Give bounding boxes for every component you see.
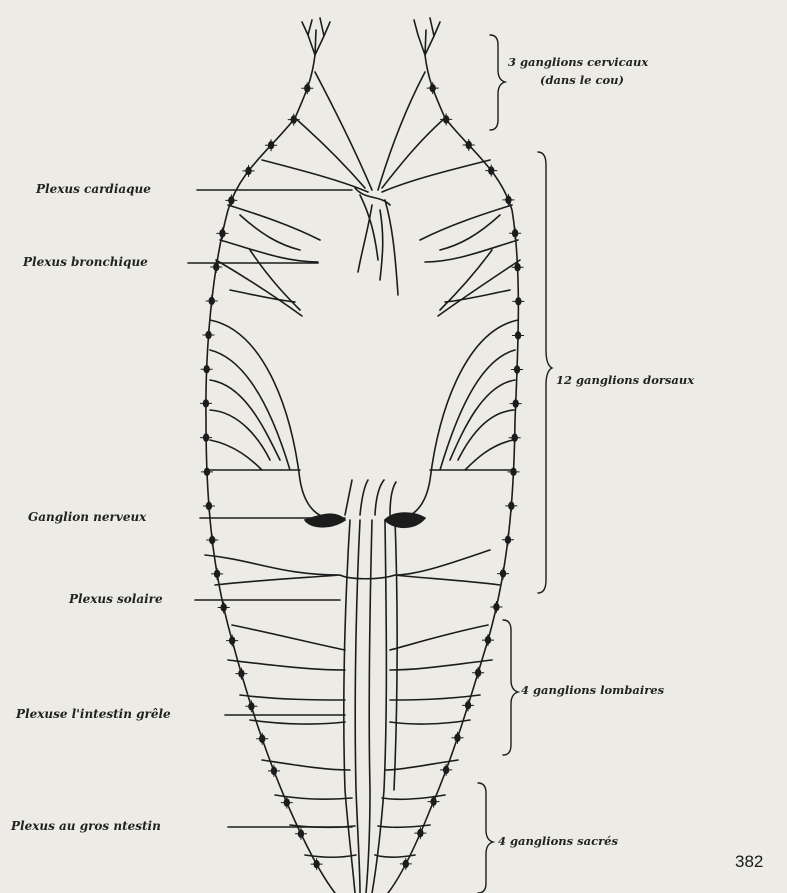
label-ganglions-sacres: 4 ganglions sacrés bbox=[498, 834, 618, 848]
right-ganglion-spike bbox=[512, 295, 524, 307]
left-ganglion-spike bbox=[301, 82, 313, 94]
label-ganglion-nerveux: Ganglion nerveux bbox=[28, 510, 146, 524]
right-ganglion-spike bbox=[440, 764, 452, 776]
brace-sacre bbox=[478, 783, 493, 893]
right-ganglion-spike bbox=[451, 732, 463, 744]
label-ganglions-dorsaux: 12 ganglions dorsaux bbox=[556, 373, 694, 387]
right-ganglion-spike bbox=[507, 466, 519, 478]
brace-dorsal bbox=[538, 152, 552, 593]
right-ganglion-spike bbox=[497, 568, 509, 580]
right-ganglion-spike bbox=[509, 432, 521, 444]
label-plexus-intestin-grele: Plexuse l'intestin grêle bbox=[16, 707, 171, 721]
right-ganglion-spike bbox=[510, 398, 522, 410]
label-plexus-bronchique: Plexus bronchique bbox=[23, 255, 148, 269]
right-ganglion-spike bbox=[427, 82, 439, 94]
left-ganglion-spike bbox=[218, 601, 230, 613]
left-ganglion-spike bbox=[225, 194, 237, 206]
left-ganglion-spike bbox=[203, 329, 215, 341]
right-ganglion-spike bbox=[472, 667, 484, 679]
left-ganglion-spike bbox=[201, 363, 213, 375]
right-ganglion-spike bbox=[502, 194, 514, 206]
right-ganglion-spike bbox=[512, 329, 524, 341]
label-plexus-solaire: Plexus solaire bbox=[69, 592, 163, 606]
ganglion-nerveux-right bbox=[385, 513, 425, 527]
right-ganglion-spike bbox=[482, 634, 494, 646]
right-ganglion-spike bbox=[400, 858, 412, 870]
left-ganglion-spike bbox=[226, 635, 238, 647]
label-plexus-cardiaque: Plexus cardiaque bbox=[36, 182, 151, 196]
right-ganglion-spike bbox=[502, 534, 514, 546]
left-ganglion-spike bbox=[211, 568, 223, 580]
left-ganglion-spike bbox=[245, 700, 257, 712]
left-ganglion-spike bbox=[200, 397, 212, 409]
right-ganglion-spike bbox=[512, 261, 524, 273]
page-number: 382 bbox=[735, 852, 763, 872]
label-plexus-gros-intestin: Plexus au gros ntestin bbox=[11, 819, 161, 833]
brace-lombaire bbox=[503, 620, 518, 755]
left-ganglion-spike bbox=[216, 227, 228, 239]
left-ganglion-spike bbox=[295, 828, 307, 840]
right-ganglion-spike bbox=[511, 364, 523, 376]
right-ganglion-spike bbox=[462, 699, 474, 711]
label-ganglions-lombaires: 4 ganglions lombaires bbox=[521, 683, 664, 697]
left-ganglion-spike bbox=[206, 295, 218, 307]
brace-cervical bbox=[490, 35, 505, 130]
left-ganglion-spike bbox=[201, 466, 213, 478]
right-ganglion-spike bbox=[505, 500, 517, 512]
left-ganglion-spike bbox=[311, 858, 323, 870]
left-ganglion-spike bbox=[256, 733, 268, 745]
left-ganglion-spike bbox=[206, 534, 218, 546]
label-ganglions-cervicaux: 3 ganglions cervicaux bbox=[508, 55, 648, 69]
right-ganglion-spike bbox=[414, 827, 426, 839]
left-ganglion-spike bbox=[281, 797, 293, 809]
left-ganglion-spike bbox=[203, 500, 215, 512]
left-ganglion-spike bbox=[235, 668, 247, 680]
right-ganglion-spike bbox=[509, 227, 521, 239]
left-ganglion-spike bbox=[268, 765, 280, 777]
label-dans-le-cou: (dans le cou) bbox=[540, 73, 624, 87]
right-ganglion-spike bbox=[490, 601, 502, 613]
ganglion-nerveux-left bbox=[305, 514, 345, 527]
left-ganglion-spike bbox=[200, 432, 212, 444]
